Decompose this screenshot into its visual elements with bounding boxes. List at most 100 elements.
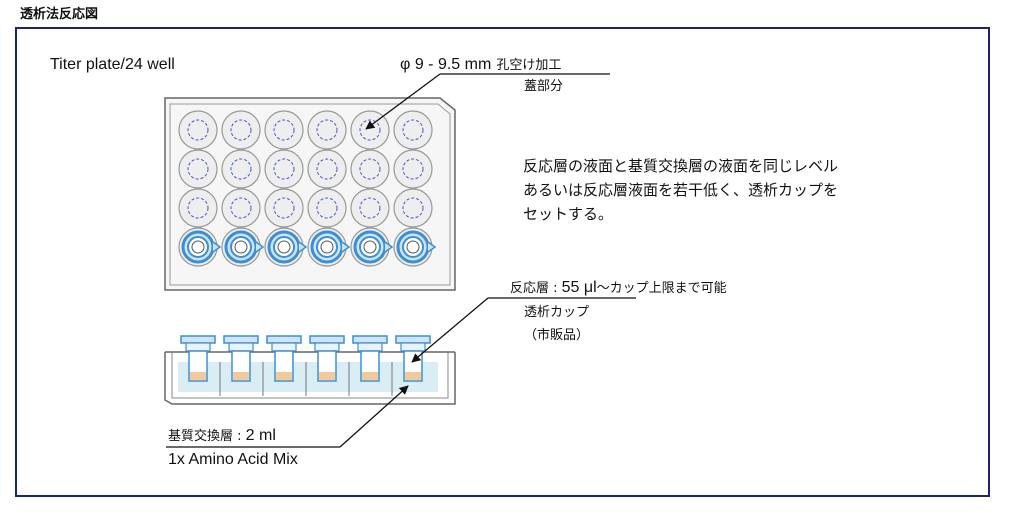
- dialysis-cup: [348, 335, 388, 396]
- well: [264, 110, 304, 150]
- well-hole: [316, 119, 338, 141]
- well-rim: [264, 149, 304, 189]
- well-rim: [393, 110, 433, 150]
- well-cup-body: [230, 236, 252, 258]
- well-hole: [402, 158, 424, 180]
- instruction-line-1: 反応層の液面と基質交換層の液面を同じレベル: [523, 157, 839, 175]
- well: [264, 149, 304, 189]
- cup-reaction-liquid: [319, 372, 335, 380]
- well-hole: [316, 197, 338, 219]
- reaction-layer-volume: 55 μl: [561, 279, 597, 296]
- well-rim: [307, 188, 347, 228]
- substrate-arrow: [339, 385, 409, 448]
- cup-neck: [228, 342, 254, 352]
- well-cup-inner: [320, 240, 334, 254]
- hole-label: φ 9 - 9.5 mm 孔空け加工: [400, 56, 561, 73]
- well-rim: [264, 110, 304, 150]
- substrate-layer-label: 基質交換層 : 2 ml: [168, 427, 276, 444]
- well-cup-body: [359, 236, 381, 258]
- well-hole: [359, 119, 381, 141]
- leader-lines: [166, 73, 636, 448]
- well-hole: [273, 197, 295, 219]
- well: [393, 188, 433, 228]
- side-liquid: [178, 362, 438, 392]
- well-cup-tab: [427, 241, 437, 253]
- well-hole: [230, 197, 252, 219]
- well-cup-inner: [363, 240, 377, 254]
- well: [350, 110, 390, 150]
- hole-line1: 孔空け加工: [496, 58, 562, 73]
- cup-reaction-liquid: [233, 372, 249, 380]
- substrate-layer-name: 基質交換層 :: [168, 429, 246, 444]
- well: [393, 227, 437, 267]
- cup-reaction-liquid: [276, 372, 292, 380]
- dialysis-cup: [391, 335, 431, 396]
- well-rim: [178, 110, 218, 150]
- well: [307, 149, 347, 189]
- well-hole: [402, 119, 424, 141]
- hole-line2: 蓋部分: [524, 79, 564, 94]
- well-hole: [316, 158, 338, 180]
- well-hole: [359, 158, 381, 180]
- cup-row: [180, 335, 431, 396]
- cup-flange: [309, 335, 345, 344]
- instruction-line-3: セットする。: [523, 205, 614, 223]
- dialysis-cup: [180, 335, 216, 382]
- dialysis-cup: [305, 335, 345, 396]
- cup-neck: [314, 342, 340, 352]
- well-cup-inner: [234, 240, 248, 254]
- well-hole: [187, 119, 209, 141]
- well-hole: [187, 197, 209, 219]
- well: [178, 227, 222, 267]
- well: [307, 227, 351, 267]
- well-rim: [350, 188, 390, 228]
- well: [221, 110, 261, 150]
- well-rim: [350, 149, 390, 189]
- well: [307, 110, 347, 150]
- well-cup-inner: [406, 240, 420, 254]
- well-hole: [402, 197, 424, 219]
- plate-inner-outline: [169, 103, 451, 286]
- reaction-arrow: [411, 297, 489, 363]
- plate-top-view: [164, 97, 456, 291]
- well-cup-body: [273, 236, 295, 258]
- well-cup-tab: [298, 241, 308, 253]
- well-rim: [393, 149, 433, 189]
- well-grid: [178, 110, 437, 267]
- cup-reaction-liquid: [190, 372, 206, 380]
- hole-size: φ 9 - 9.5 mm: [400, 56, 492, 73]
- well-cup-body: [187, 236, 209, 258]
- cup-reaction-liquid: [405, 372, 421, 380]
- well: [307, 188, 347, 228]
- substrate-layer-line2: 1x Amino Acid Mix: [168, 451, 298, 468]
- plate-side-view: [164, 335, 456, 405]
- plate-label: Titer plate/24 well: [50, 56, 175, 73]
- cup-neck: [400, 342, 426, 352]
- diagram-frame: [15, 27, 990, 497]
- well: [393, 149, 433, 189]
- reaction-layer-label: 反応層 : 55 μl〜カップ上限まで可能: [510, 279, 727, 296]
- well-rim: [221, 110, 261, 150]
- cup-neck: [271, 342, 297, 352]
- well: [221, 149, 261, 189]
- well: [221, 227, 265, 267]
- well: [264, 227, 308, 267]
- well: [350, 149, 390, 189]
- reaction-layer-name: 反応層 :: [510, 281, 562, 296]
- well-cup-tab: [341, 241, 351, 253]
- well-hole: [273, 119, 295, 141]
- well-hole: [230, 119, 252, 141]
- cup-neck: [185, 342, 211, 352]
- well-cup-inner: [277, 240, 291, 254]
- well-rim: [350, 110, 390, 150]
- well: [221, 188, 261, 228]
- well: [350, 227, 394, 267]
- well: [178, 188, 218, 228]
- well-rim: [178, 149, 218, 189]
- hole-arrow: [365, 73, 441, 130]
- instruction-line-2: あるいは反応層液面を若干低く、透析カップを: [523, 181, 839, 199]
- well-cup-tab: [255, 241, 265, 253]
- reaction-layer-suffix: 〜カップ上限まで可能: [596, 281, 727, 296]
- well: [350, 188, 390, 228]
